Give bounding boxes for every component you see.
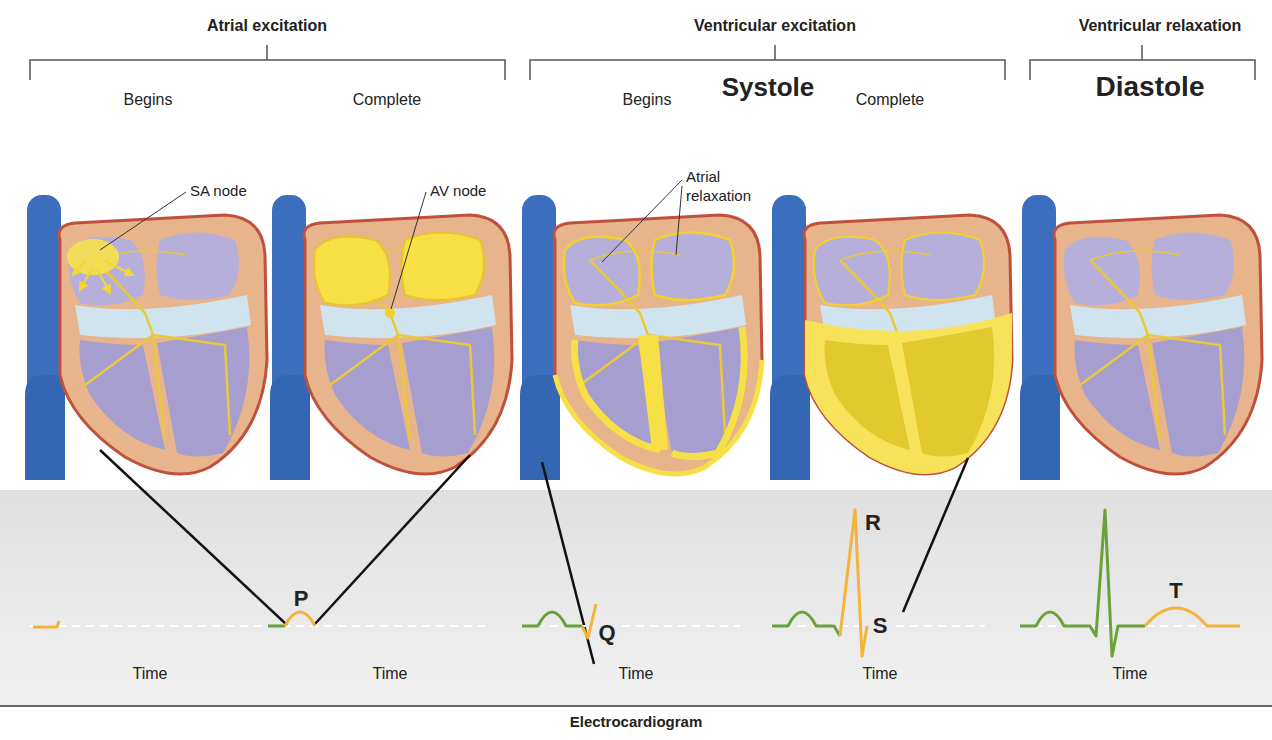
excited-ventricle	[902, 327, 994, 457]
ecg-baseline	[30, 625, 1240, 627]
excited-ventricles	[805, 313, 1012, 474]
heart-anatomy	[1020, 195, 1262, 480]
ecg-panel	[0, 490, 1272, 706]
phase-subheading: Begins	[124, 90, 173, 109]
heart-anatomy	[270, 195, 512, 480]
heart-illustration	[520, 195, 762, 480]
ecg-wave-label: R	[865, 510, 881, 536]
atrium-outline	[814, 237, 890, 306]
heart-illustration	[770, 195, 1012, 480]
sa-node-glow	[67, 239, 119, 275]
av-node	[385, 308, 395, 318]
phase-subheading: Complete	[856, 90, 924, 109]
ecg-panel-rule	[0, 705, 1272, 707]
excited-atrium	[402, 233, 485, 301]
phase-heading: Atrial excitation	[207, 16, 327, 35]
panel-caption: Electrocardiogram	[570, 713, 703, 731]
axis-label: Time	[373, 664, 408, 683]
ecg-trace	[33, 510, 1240, 656]
phase-pointer-line	[100, 450, 968, 664]
septum-excitation	[638, 335, 668, 450]
axis-label: Time	[619, 664, 654, 683]
heart-illustration	[270, 195, 512, 480]
heart-anatomy	[25, 195, 267, 480]
axis-label: Time	[1113, 664, 1148, 683]
heart-anatomy	[770, 195, 1012, 480]
phase-name: Systole	[722, 72, 815, 103]
outer-wall-excitation	[555, 360, 762, 474]
phase-name: Diastole	[1096, 70, 1205, 104]
heart-illustration	[1020, 195, 1262, 480]
phase-bracket	[30, 45, 1255, 80]
ecg-wave-label: T	[1169, 578, 1182, 604]
excited-atrium	[314, 237, 390, 306]
ventricle-wall-excitation	[574, 327, 744, 457]
ecg-wave-label: S	[873, 613, 888, 639]
ecg-wave-label: Q	[598, 620, 615, 646]
relaxing-atrium	[564, 237, 640, 306]
relaxing-atrium	[652, 233, 735, 301]
heart-illustration	[25, 195, 267, 480]
excited-ventricle	[824, 340, 910, 450]
atrium-outline	[902, 233, 985, 301]
impulse-arrows	[73, 261, 133, 293]
phase-heading: Ventricular relaxation	[1079, 16, 1242, 35]
phase-subheading: Complete	[353, 90, 421, 109]
phase-subheading: Begins	[623, 90, 672, 109]
axis-label: Time	[133, 664, 168, 683]
axis-label: Time	[863, 664, 898, 683]
structure-label: AV node	[430, 182, 486, 200]
structure-label: Atrial relaxation	[686, 168, 766, 206]
phase-heading: Ventricular excitation	[694, 16, 856, 35]
structure-label: SA node	[190, 182, 247, 200]
ecg-wave-label: P	[294, 586, 309, 612]
heart-anatomy	[520, 195, 762, 480]
leader-line	[100, 180, 682, 309]
